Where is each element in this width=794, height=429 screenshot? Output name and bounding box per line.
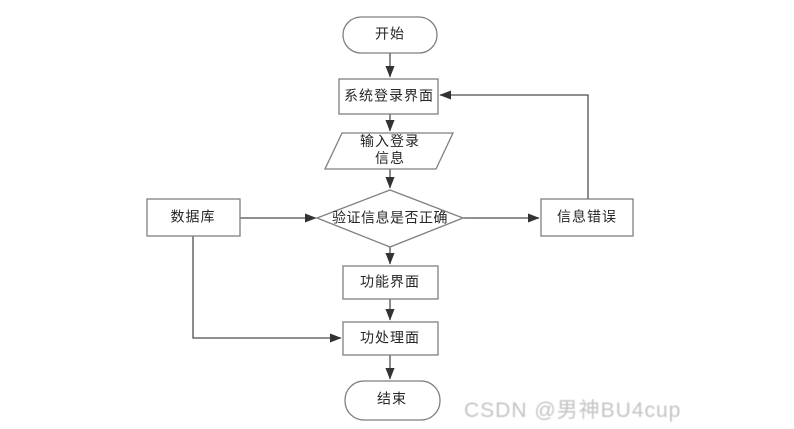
database-process-shape	[146, 198, 241, 237]
function-process-shape	[342, 265, 439, 300]
connector-error-to-login	[439, 90, 589, 199]
start-terminator-shape	[342, 16, 438, 54]
process-process-shape	[342, 321, 439, 356]
input-parallelogram-shape	[323, 132, 455, 170]
error-process-shape	[540, 198, 634, 237]
login-process-shape	[338, 78, 439, 115]
end-terminator-shape	[344, 380, 441, 421]
verify-decision-shape	[315, 189, 465, 248]
connector-database-to-process	[192, 236, 342, 343]
